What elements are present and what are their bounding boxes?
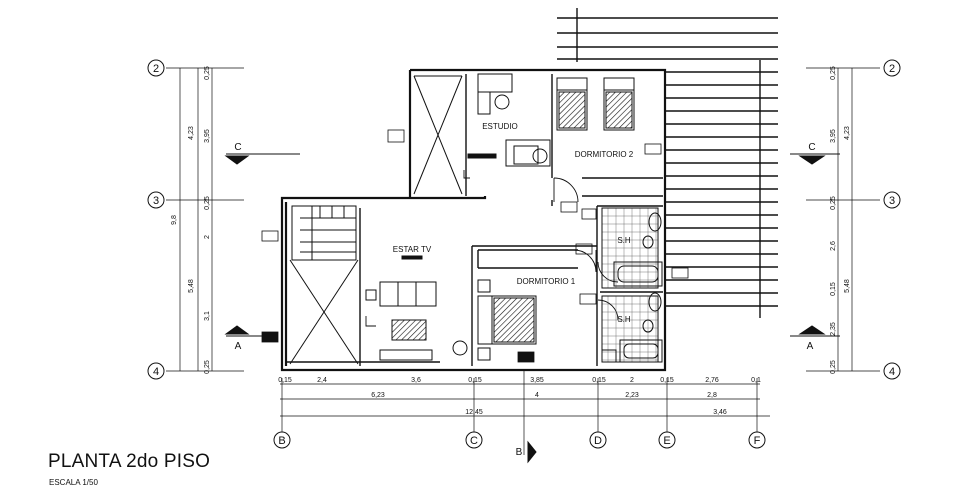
drawing-scale: ESCALA 1/50 bbox=[49, 478, 98, 487]
dim-right-outer-top: 4,23 bbox=[844, 126, 851, 140]
dim-left-inner-2: 0,25 bbox=[204, 196, 211, 210]
dim-row1-4: 3,85 bbox=[530, 377, 544, 384]
dim-right-inner-1: 3,95 bbox=[830, 129, 837, 143]
dim-row1-9: 0,1 bbox=[751, 377, 761, 384]
bottom-dimension-lines bbox=[280, 370, 770, 455]
dim-row1-8: 2,76 bbox=[705, 377, 719, 384]
electrical-symbols bbox=[261, 129, 689, 363]
grid-row-label-3-right: 3 bbox=[889, 195, 895, 207]
exterior-walls bbox=[280, 68, 667, 372]
dim-right-inner-6: 0,25 bbox=[830, 360, 837, 374]
study-furniture bbox=[467, 73, 551, 167]
dim-row1-3: 0,15 bbox=[468, 377, 482, 384]
section-label-c-right: C bbox=[808, 142, 815, 153]
room-label-estudio: ESTUDIO bbox=[482, 122, 518, 131]
dim-row2-0: 6,23 bbox=[371, 392, 385, 399]
dim-row1-7: 0,15 bbox=[660, 377, 674, 384]
section-label-a-right: A bbox=[807, 341, 814, 352]
dim-left-inner-0: 0,25 bbox=[204, 66, 211, 80]
dim-right-inner-4: 0,15 bbox=[830, 282, 837, 296]
dim-left-inner-4: 3,1 bbox=[204, 311, 211, 321]
section-markers bbox=[224, 153, 840, 464]
dim-row2-2: 2,23 bbox=[625, 392, 639, 399]
room-label-dormitorio-2: DORMITORIO 2 bbox=[575, 150, 634, 159]
dim-row1-5: 0,15 bbox=[592, 377, 606, 384]
dim-left-inner-1: 3,95 bbox=[204, 129, 211, 143]
room-label-sh-top: S.H bbox=[617, 236, 631, 245]
grid-row-label-2-right: 2 bbox=[889, 63, 895, 75]
dim-right-inner-0: 0,25 bbox=[830, 66, 837, 80]
dim-left-total: 9,8 bbox=[171, 215, 178, 225]
living-furniture bbox=[365, 255, 468, 361]
grid-row-label-3-left: 3 bbox=[153, 195, 159, 207]
grid-col-label-d: D bbox=[594, 435, 602, 447]
dim-row2-3: 2,8 bbox=[707, 392, 717, 399]
dim-row1-6: 2 bbox=[630, 377, 634, 384]
grid-bubbles bbox=[147, 59, 901, 449]
bathroom-fixtures bbox=[601, 207, 663, 363]
room-label-sh-bottom: S.H bbox=[617, 315, 631, 324]
dim-row1-2: 3,6 bbox=[411, 377, 421, 384]
dim-left-outer-top: 4,23 bbox=[188, 126, 195, 140]
dim-row1-1: 2,4 bbox=[317, 377, 327, 384]
dim-row1-0: 0,15 bbox=[278, 377, 292, 384]
dim-row3-right: 3,46 bbox=[713, 409, 727, 416]
dim-left-inner-3: 2 bbox=[204, 235, 211, 239]
dim-row3-total: 12,45 bbox=[465, 409, 483, 416]
dim-left-outer-bottom: 5,48 bbox=[188, 279, 195, 293]
stair-void bbox=[289, 75, 463, 365]
grid-row-label-4-right: 4 bbox=[889, 366, 895, 378]
grid-col-label-b: B bbox=[278, 435, 285, 447]
interior-walls bbox=[286, 74, 663, 366]
grid-row-lines bbox=[166, 67, 880, 372]
stairs bbox=[291, 205, 357, 261]
section-label-a-left: A bbox=[235, 341, 242, 352]
grid-col-label-c: C bbox=[470, 435, 478, 447]
dim-right-outer-bottom: 5,48 bbox=[844, 279, 851, 293]
section-label-c-left: C bbox=[234, 142, 241, 153]
drawing-title: PLANTA 2do PISO bbox=[48, 451, 211, 472]
beds bbox=[477, 77, 635, 361]
room-label-estar-tv: ESTAR TV bbox=[393, 245, 432, 254]
grid-row-label-4-left: 4 bbox=[153, 366, 159, 378]
dim-right-inner-5: 2,35 bbox=[830, 322, 837, 336]
dim-right-inner-2: 0,25 bbox=[830, 196, 837, 210]
pergola-lines bbox=[557, 8, 778, 318]
grid-row-label-2-left: 2 bbox=[153, 63, 159, 75]
dim-row2-1: 4 bbox=[535, 392, 539, 399]
grid-col-label-f: F bbox=[754, 435, 761, 447]
grid-col-label-e: E bbox=[663, 435, 670, 447]
room-label-dormitorio-1: DORMITORIO 1 bbox=[517, 277, 576, 286]
dim-left-inner-5: 0,25 bbox=[204, 360, 211, 374]
section-label-b: B bbox=[516, 447, 523, 458]
dim-right-inner-3: 2,6 bbox=[830, 241, 837, 251]
